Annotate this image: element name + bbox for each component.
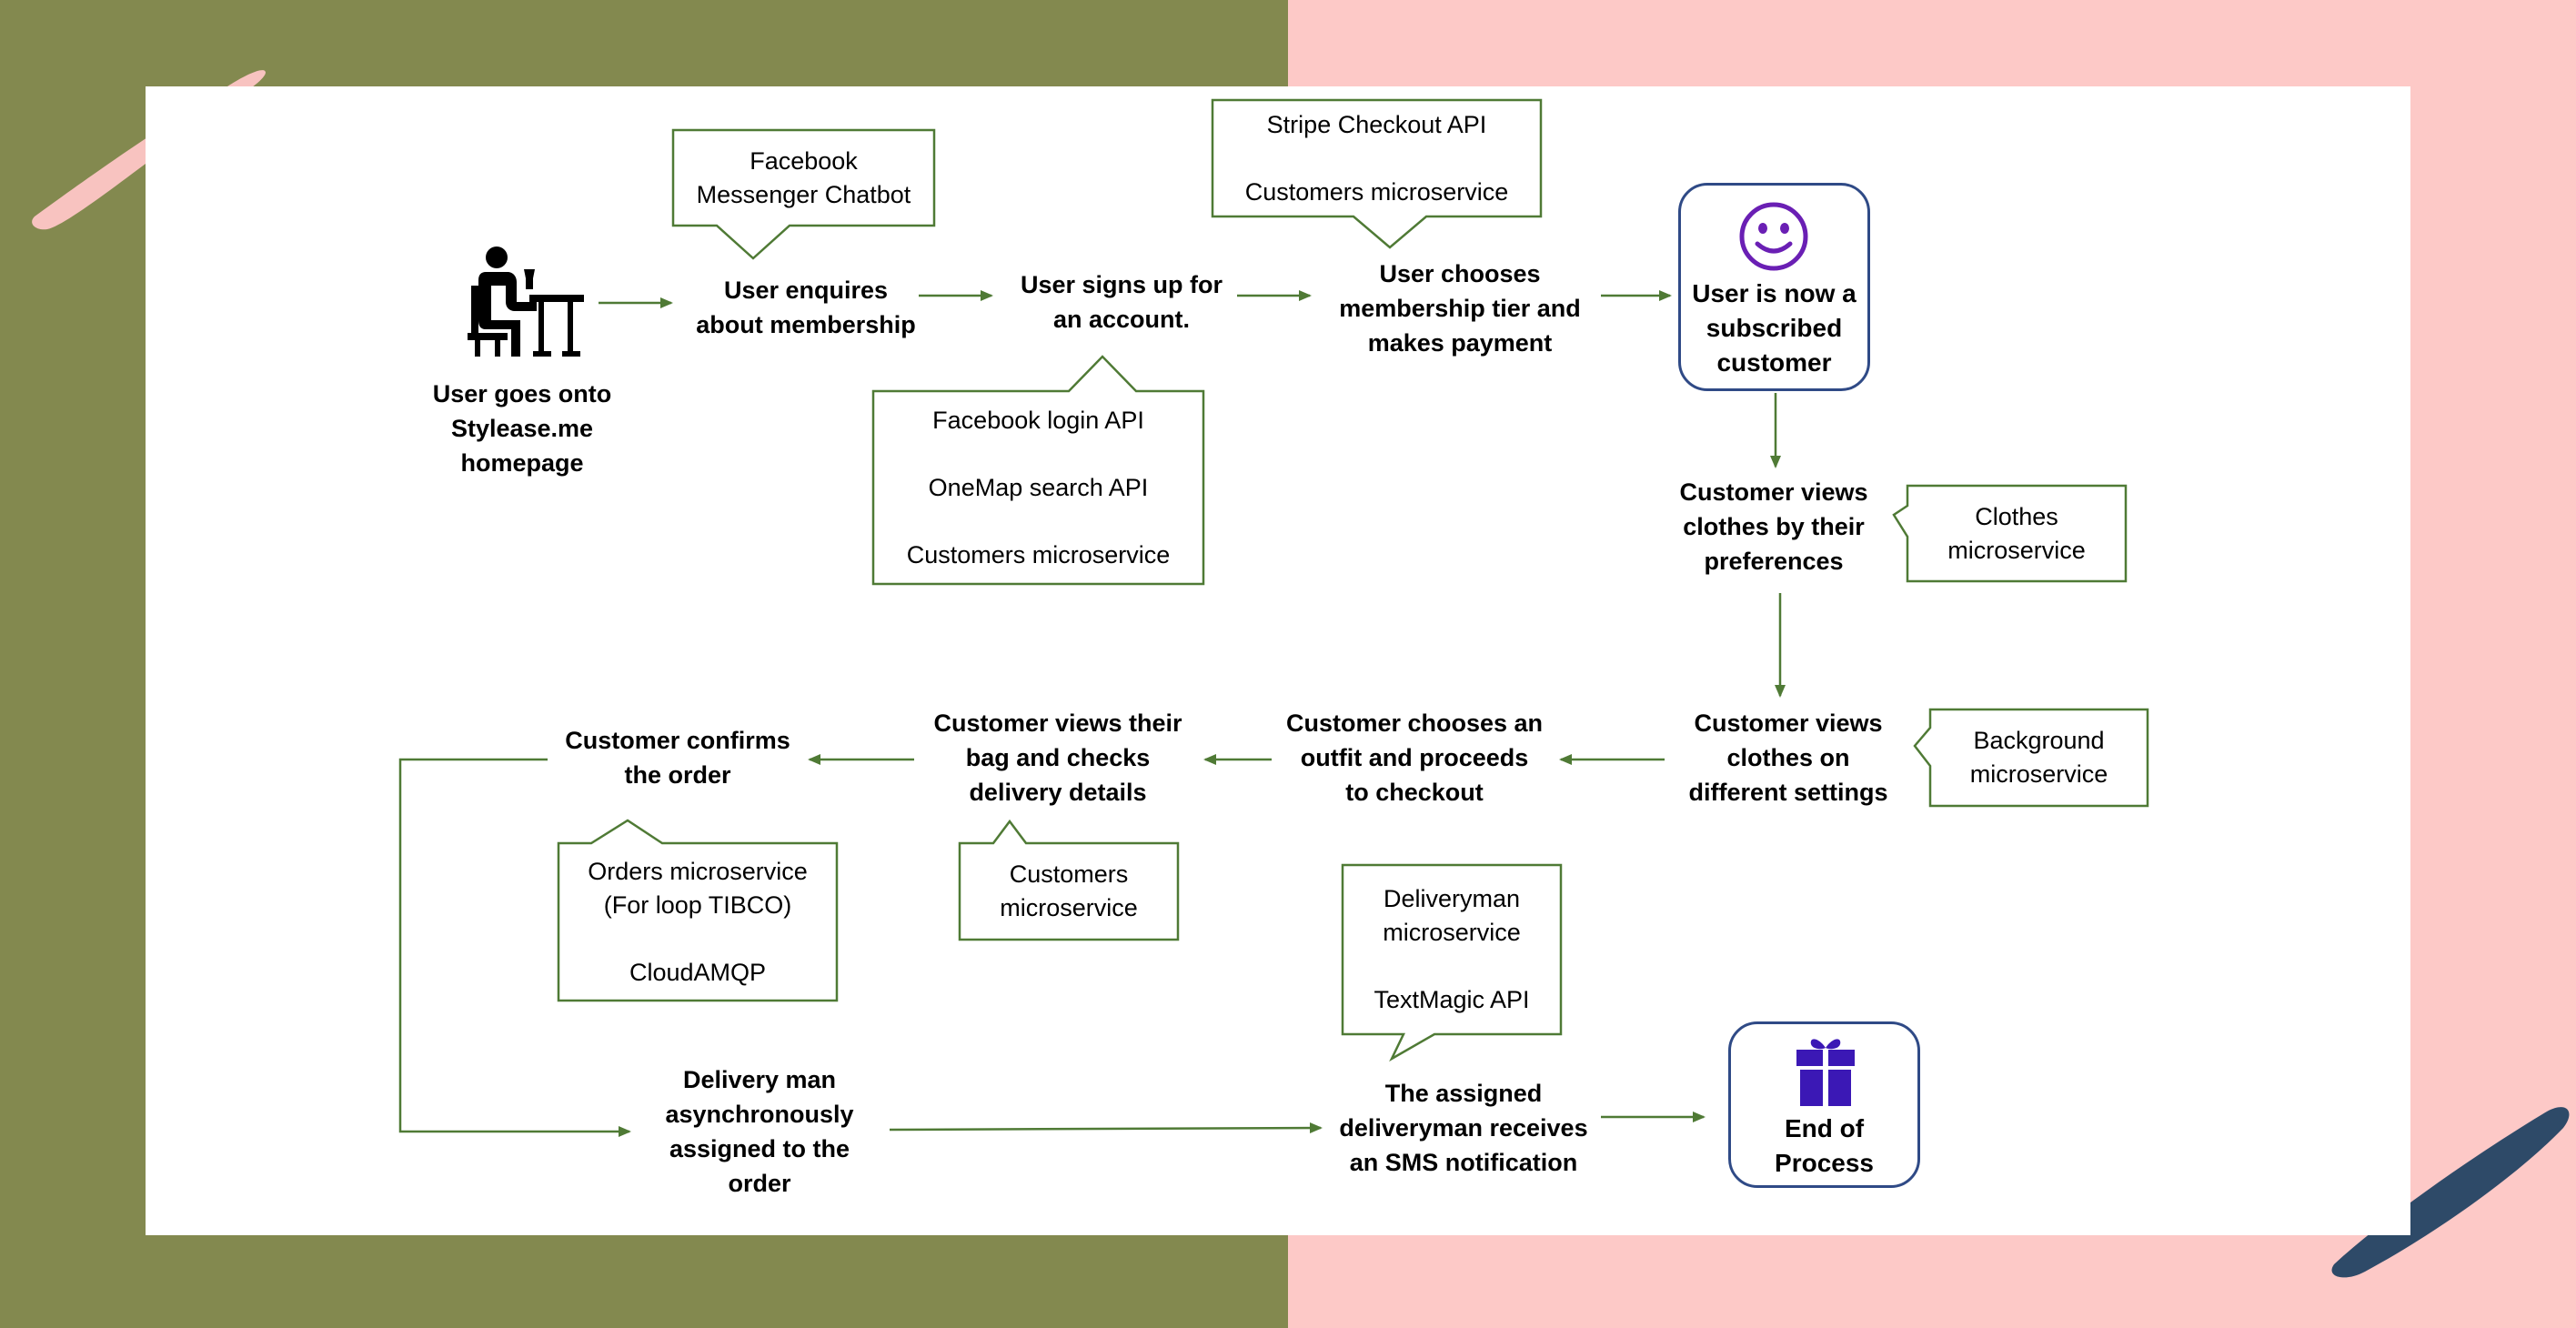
step-delivery-assigned: Delivery man asynchronously assigned to … [665,1066,854,1197]
step-sms-notification: The assigned deliveryman receives an SMS… [1339,1080,1588,1176]
callout-signup-shape [871,355,1205,586]
callout-orders-shape [557,819,839,1002]
note-background: Background microservice [1969,727,2108,788]
note-payment-apis: Stripe Checkout API Customers microservi… [1244,110,1509,206]
step-bag-details: Customer views their bag and checks deli… [933,709,1182,806]
step-confirms-order: Customer confirms the order [565,727,790,789]
callout-deliveryman-shape [1341,863,1563,1062]
callout-clothes-shape [1892,484,2128,583]
arrow-delivery-to-sms [889,1122,1323,1134]
end-of-process-box: End of Process [1728,1021,1920,1188]
step-views-settings: Customer views clothes on different sett… [1688,709,1888,806]
step-enquire: User enquires about membership [696,277,916,338]
note-orders: Orders microservice (For loop TIBCO) Clo… [588,857,808,986]
callout-chatbot-shape [671,128,936,260]
step-choose-tier: User chooses membership tier and makes p… [1339,260,1581,357]
callout-payment-shape [1211,98,1543,249]
step-signup: User signs up for an account. [1020,271,1223,333]
note-signup-apis: Facebook login API OneMap search API Cus… [906,406,1171,568]
note-customers: Customers microservice [1000,860,1138,921]
step-homepage: User goes onto Stylease.me homepage [432,380,612,477]
step-views-preferences: Customer views clothes by their preferen… [1679,478,1868,575]
step-outfit-checkout: Customer chooses an outfit and proceeds … [1285,709,1544,806]
subscribed-customer-label: User is now a subscribed customer [1692,279,1857,377]
person-at-desk-icon [468,246,584,357]
gift-icon [1796,1039,1855,1106]
callout-customers-shape [958,819,1180,941]
subscribed-customer-box: User is now a subscribed customer [1678,183,1870,391]
note-chatbot: Facebook Messenger Chatbot [696,146,911,208]
note-deliveryman: Deliveryman microservice TextMagic API [1374,885,1530,1013]
end-of-process-label: End of Process [1775,1114,1874,1177]
diagram-canvas [146,86,2410,1235]
arrow-confirm-to-delivery [398,758,631,1137]
callout-background-shape [1913,708,2149,808]
smiley-face-icon [1739,202,1808,271]
note-clothes: Clothes microservice [1947,502,2086,564]
